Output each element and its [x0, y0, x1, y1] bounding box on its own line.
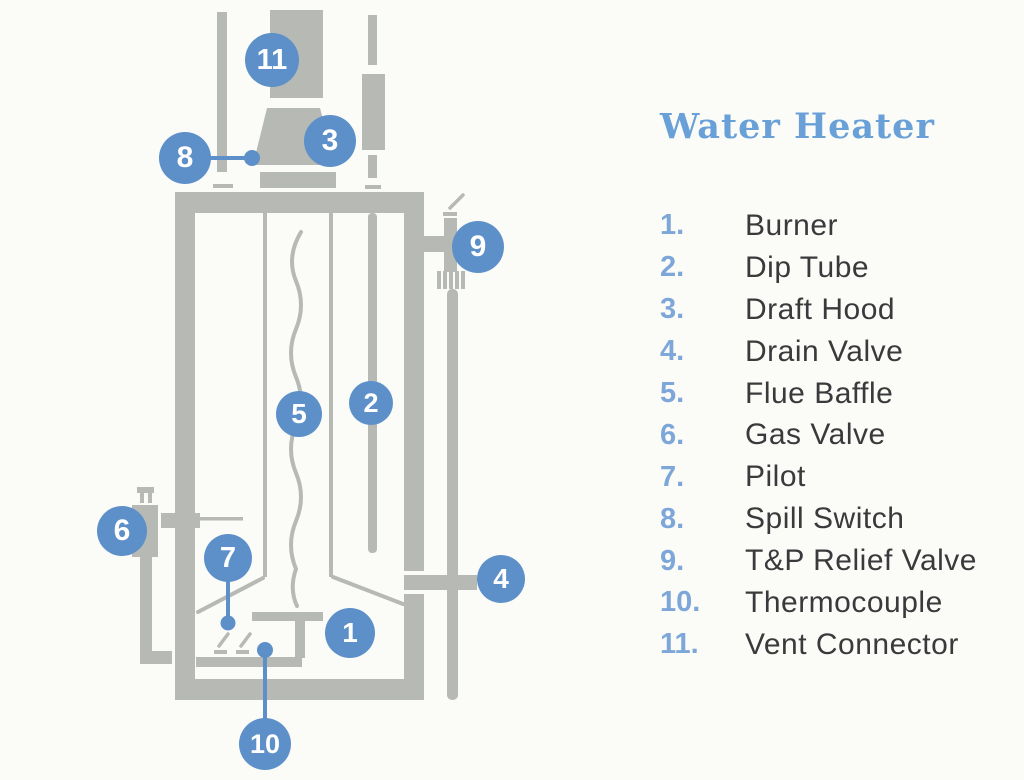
- callout-badge-pilot: 7: [204, 534, 252, 582]
- tank-shell: [175, 192, 424, 700]
- legend-title: Water Heater: [660, 106, 935, 147]
- cold-water-inlet-pipe: [362, 15, 385, 189]
- legend-list: 1. Burner 2. Dip Tube 3. Draft Hood 4. Drain…: [660, 205, 1020, 666]
- legend: Water Heater 1. Burner 2. Dip Tube 3. Draft…: [660, 106, 1020, 661]
- callout-badge-tp-relief: 9: [452, 221, 504, 273]
- thermocouple-pointer-dot: [257, 642, 273, 658]
- legend-item-burner: 1. Burner: [660, 205, 1020, 247]
- legend-item-label: Draft Hood: [745, 292, 896, 326]
- callout-connectors: [208, 150, 273, 722]
- legend-item-number: 7.: [660, 460, 685, 493]
- pilot-pointer-dot: [220, 615, 236, 631]
- legend-item-flue-baffle: 5. Flue Baffle: [660, 373, 1020, 415]
- legend-item-number: 2.: [660, 251, 685, 284]
- legend-item-tp-relief-valve: 9. T&P Relief Valve: [660, 540, 1020, 582]
- callout-badge-draft-hood: 3: [304, 115, 356, 167]
- legend-item-thermocouple: 10. Thermocouple: [660, 582, 1020, 624]
- legend-item-gas-valve: 6. Gas Valve: [660, 414, 1020, 456]
- spill-switch-pointer-dot: [244, 150, 260, 166]
- legend-item-label: Pilot: [745, 460, 806, 494]
- legend-item-number: 10.: [660, 586, 701, 619]
- legend-item-label: Dip Tube: [745, 250, 870, 284]
- legend-item-label: Thermocouple: [745, 585, 943, 619]
- legend-item-dip-tube: 2. Dip Tube: [660, 247, 1020, 289]
- callout-badge-vent-connector: 11: [245, 33, 299, 87]
- tank-bottom-cone: [196, 575, 405, 614]
- callout-badge-dip-tube: 2: [349, 381, 393, 425]
- legend-item-label: T&P Relief Valve: [745, 544, 977, 578]
- gas-supply-pipe: [140, 557, 172, 664]
- legend-item-label: Vent Connector: [745, 627, 959, 661]
- callout-badge-gas-valve: 6: [97, 506, 147, 556]
- legend-item-drain-valve: 4. Drain Valve: [660, 331, 1020, 373]
- legend-item-label: Flue Baffle: [745, 376, 894, 410]
- pilot-flames: [214, 632, 252, 654]
- callout-badge-spill-switch: 8: [159, 132, 211, 184]
- legend-item-pilot: 7. Pilot: [660, 456, 1020, 498]
- callout-badge-drain-valve: 4: [477, 555, 525, 603]
- legend-item-number: 8.: [660, 502, 685, 535]
- drain-valve-pipe: [400, 571, 477, 594]
- burner-assembly: [196, 612, 323, 667]
- legend-item-label: Spill Switch: [745, 502, 905, 536]
- legend-item-number: 9.: [660, 544, 685, 577]
- legend-item-number: 5.: [660, 377, 685, 409]
- legend-item-number: 4.: [660, 335, 685, 368]
- callout-badge-burner: 1: [325, 608, 375, 658]
- tp-discharge-pipe: [447, 289, 458, 700]
- callout-badge-thermocouple: 10: [239, 718, 291, 770]
- flue-walls: [263, 213, 333, 577]
- legend-item-vent-connector: 11. Vent Connector: [660, 624, 1020, 666]
- legend-item-label: Burner: [745, 208, 839, 242]
- spill-switch-pipe: [213, 12, 233, 188]
- legend-item-label: Gas Valve: [745, 418, 886, 452]
- legend-item-spill-switch: 8. Spill Switch: [660, 498, 1020, 540]
- legend-item-number: 6.: [660, 418, 685, 451]
- legend-item-label: Drain Valve: [745, 334, 904, 368]
- legend-item-draft-hood: 3. Draft Hood: [660, 289, 1020, 331]
- legend-item-number: 11.: [660, 628, 699, 661]
- callout-badge-flue-baffle: 5: [276, 391, 322, 437]
- legend-item-number: 1.: [660, 209, 685, 242]
- legend-item-number: 3.: [660, 293, 685, 326]
